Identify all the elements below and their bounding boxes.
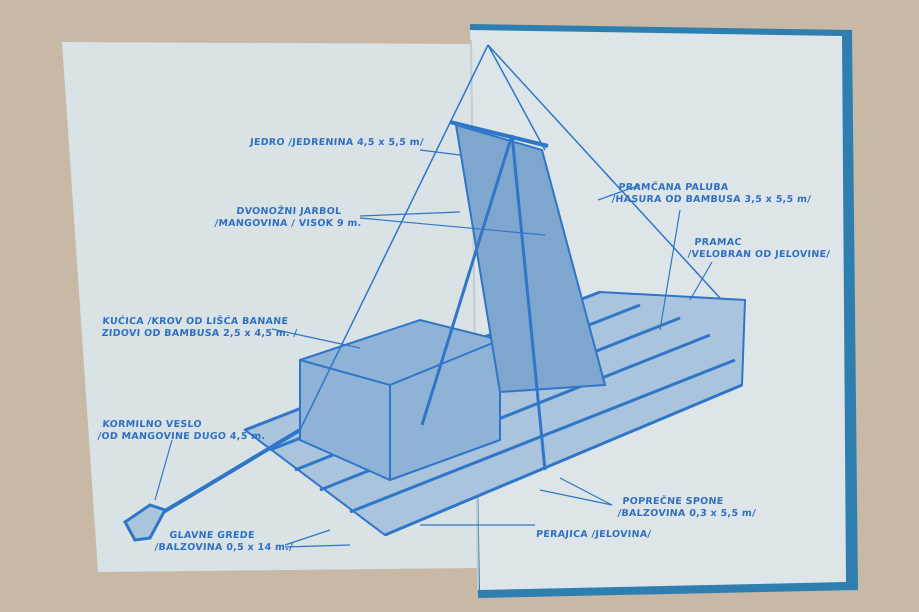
rigging: [487, 44, 721, 299]
label-line: POPREČNE SPONE: [622, 496, 724, 507]
label-oar: KORMILNO VESLO/OD MANGOVINE DUGO 4,5 m.: [97, 419, 266, 443]
label-line: DVONOŽNI JARBOL: [236, 206, 342, 217]
label-mast: DVONOŽNI JARBOL/MANGOVINA / VISOK 9 m.: [214, 206, 363, 230]
label-line: PRAMČANA PALUBA: [618, 182, 729, 193]
label-line: /OD MANGOVINE DUGO 4,5 m.: [97, 431, 266, 442]
label-sail: JEDRO /JEDRENINA 4,5 x 5,5 m/: [249, 137, 425, 149]
label-line: PRAMAC: [694, 237, 743, 248]
label-line: /BALZOVINA 0,3 x 5,5 m/: [617, 508, 757, 519]
mast-leg: [510, 134, 547, 471]
label-line: /HASURA OD BAMBUSA 3,5 x 5,5 m/: [611, 194, 812, 205]
label-line: /VELOBRAN OD JELOVINE/: [687, 249, 831, 260]
label-fore-deck: PRAMČANA PALUBA/HASURA OD BAMBUSA 3,5 x …: [611, 182, 812, 206]
label-crossbeams: POPREČNE SPONE/BALZOVINA 0,3 x 5,5 m/: [617, 496, 757, 520]
steering-oar-shaft: [148, 428, 302, 522]
label-line: /BALZOVINA 0,5 x 14 m./: [154, 542, 294, 553]
rigging: [487, 44, 546, 151]
label-line: ZIDOVI OD BAMBUSA 2,5 x 4,5 m. /: [101, 328, 298, 339]
leader-lines: [154, 149, 713, 548]
label-main-logs: GLAVNE GREDE/BALZOVINA 0,5 x 14 m./: [154, 530, 294, 554]
steering-oar-blade: [123, 503, 168, 542]
rigging: [299, 44, 489, 431]
raft-drawing: [123, 44, 747, 542]
mast-leg: [420, 134, 514, 426]
label-bow: PRAMAC/VELOBRAN OD JELOVINE/: [687, 237, 831, 261]
label-centerboard: PERAJICA /JELOVINA/: [536, 529, 652, 541]
label-line: KORMILNO VESLO: [102, 419, 203, 430]
label-line: KUĆICA /KROV OD LIŠĆA BANANE: [102, 316, 289, 327]
label-line: PERAJICA /JELOVINA/: [535, 529, 652, 540]
yard: [449, 120, 549, 148]
label-line: /MANGOVINA / VISOK 9 m.: [214, 218, 362, 229]
label-line: GLAVNE GREDE: [169, 530, 256, 541]
label-line: JEDRO /JEDRENINA 4,5 x 5,5 m/: [249, 137, 425, 148]
